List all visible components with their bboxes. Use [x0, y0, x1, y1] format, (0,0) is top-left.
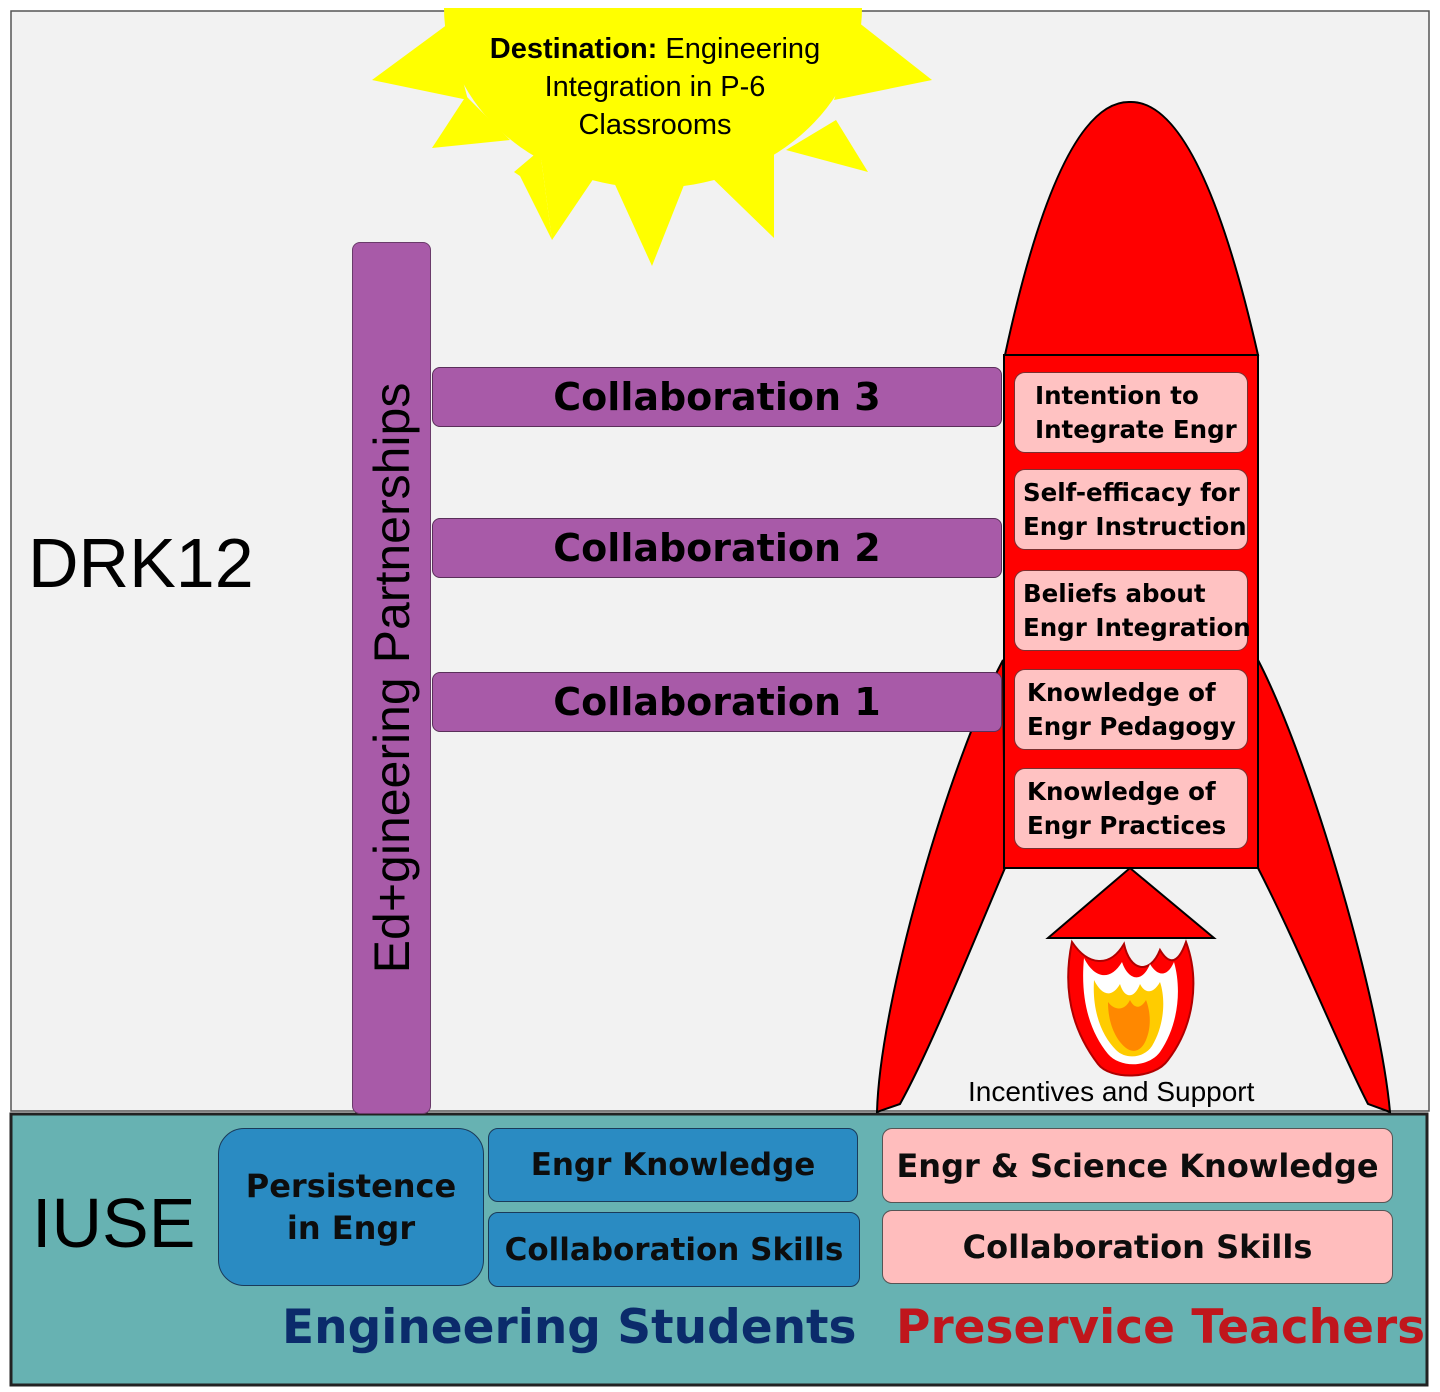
persistence-box: Persistence in Engr	[218, 1128, 484, 1286]
collaboration-2-bar: Collaboration 2	[432, 518, 1002, 578]
rocket-box-line: Integrate Engr	[1035, 414, 1237, 444]
destination-text: Destination: Engineering Integration in …	[455, 30, 855, 144]
preservice-teachers-label: Preservice Teachers	[896, 1300, 1426, 1355]
destination-line2: Integration in P-6	[544, 71, 766, 103]
destination-line3: Classrooms	[578, 109, 732, 141]
rocket-box-line: Beliefs about	[1023, 578, 1206, 608]
rocket-box-line: Knowledge of	[1027, 776, 1216, 806]
partnerships-pillar	[352, 242, 431, 1114]
partnerships-label: Ed+gineering Partnerships	[364, 382, 420, 974]
engr-science-knowledge-box: Engr & Science Knowledge	[882, 1128, 1393, 1203]
rocket-box-practices: Knowledge of Engr Practices	[1014, 768, 1248, 849]
rocket-box-self-efficacy: Self-efficacy for Engr Instruction	[1014, 469, 1248, 550]
incentives-label: Incentives and Support	[968, 1076, 1255, 1107]
rocket-box-line: Engr Instruction	[1023, 511, 1247, 541]
flame-icon	[1067, 939, 1195, 1077]
rocket-box-line: Engr Practices	[1027, 810, 1227, 840]
student-collaboration-skills-box: Collaboration Skills	[488, 1212, 860, 1287]
engineering-students-label: Engineering Students	[282, 1300, 857, 1355]
rocket-box-line: Knowledge of	[1027, 677, 1216, 707]
persistence-line: in Engr	[286, 1209, 416, 1247]
destination-line1: Engineering	[665, 33, 821, 65]
drk12-label: DRK12	[28, 524, 254, 602]
rocket-box-intention: Intention to Integrate Engr	[1014, 372, 1248, 453]
sun-icon	[372, 8, 932, 266]
collaboration-3-bar: Collaboration 3	[432, 367, 1002, 427]
rocket-box-pedagogy: Knowledge of Engr Pedagogy	[1014, 669, 1248, 750]
destination-label: Destination:	[489, 33, 658, 65]
collaboration-1-bar: Collaboration 1	[432, 672, 1002, 732]
engr-knowledge-box: Engr Knowledge	[488, 1128, 858, 1202]
persistence-line: Persistence	[245, 1167, 457, 1205]
rocket-box-beliefs: Beliefs about Engr Integration	[1014, 570, 1251, 651]
iuse-label: IUSE	[32, 1184, 196, 1262]
rocket-box-line: Engr Integration	[1023, 612, 1251, 642]
teacher-collaboration-skills-box: Collaboration Skills	[882, 1210, 1393, 1284]
rocket-box-line: Self-efficacy for	[1023, 477, 1240, 507]
rocket-box-line: Engr Pedagogy	[1027, 711, 1236, 741]
rocket-box-line: Intention to	[1035, 380, 1199, 410]
